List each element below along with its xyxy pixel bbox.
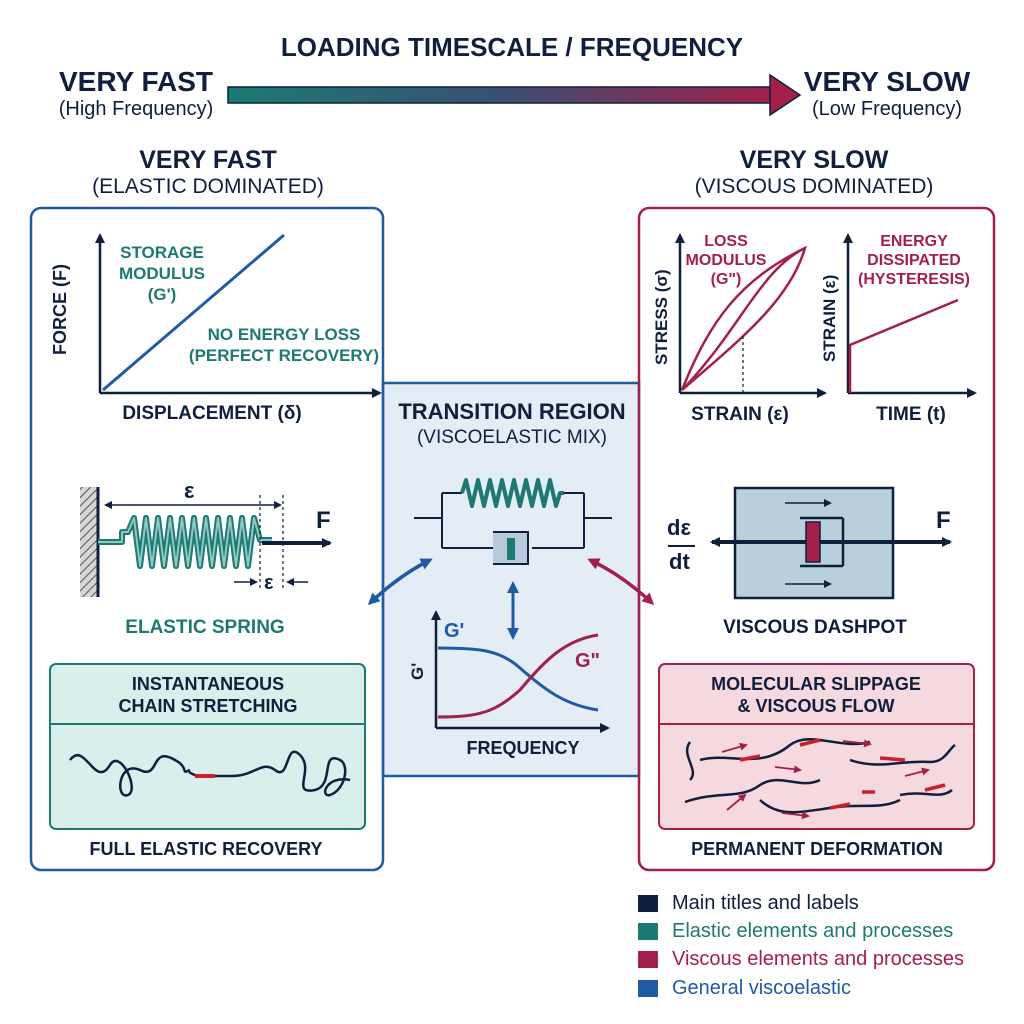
- flow-box-title: MOLECULAR SLIPPAGE & VISCOUS FLOW: [711, 674, 921, 716]
- strain-time-ylabel: STRAIN (ε): [820, 274, 839, 362]
- strain-rate-numerator: dε: [667, 515, 691, 540]
- header-right-sub: (Low Frequency): [811, 98, 963, 120]
- chain-stretching-box: [49, 663, 366, 830]
- legend-label: General viscoelastic: [672, 976, 851, 999]
- header-left-label: VERY FAST: [58, 66, 214, 97]
- loss-modulus-label: LOSS MODULUS (G"): [685, 233, 767, 288]
- legend-item-elastic: Elastic elements and processes: [638, 920, 953, 942]
- viscous-panel: [637, 206, 996, 872]
- timescale-arrow: [227, 73, 802, 117]
- legend-swatch-navy: [638, 894, 658, 912]
- header-right-label: VERY SLOW: [803, 66, 971, 97]
- modulus-frequency-graph: [431, 610, 610, 733]
- dashpot-force-label: F: [936, 507, 951, 534]
- flow-box-caption: PERMANENT DEFORMATION: [691, 839, 943, 859]
- gprime-series-label: G': [444, 620, 465, 642]
- energy-dissipated-label: ENERGY DISSIPATED (HYSTERESIS): [857, 233, 971, 288]
- right-double-arrow: [587, 558, 655, 606]
- legend-swatch-teal: [638, 922, 658, 940]
- right-panel-subtitle: (VISCOUS DOMINATED): [694, 175, 934, 198]
- chain-box-title: INSTANTANEOUS CHAIN STRETCHING: [118, 674, 298, 716]
- stress-axis-label: STRESS (σ): [652, 269, 671, 365]
- gprime-curve: [437, 646, 599, 712]
- storage-modulus-label: STORAGE MODULUS (G'): [119, 243, 205, 304]
- legend-label: Viscous elements and processes: [672, 947, 965, 970]
- transition-subtitle: (VISCOELASTIC MIX): [416, 427, 608, 448]
- legend-item-viscous: Viscous elements and processes: [638, 948, 964, 970]
- timescale-title: LOADING TIMESCALE / FREQUENCY: [280, 32, 744, 62]
- frequency-axis-label: FREQUENCY: [466, 738, 580, 758]
- legend-label: Elastic elements and processes: [672, 919, 954, 942]
- strain-time-graph: [843, 233, 977, 398]
- gdoubleprime-curve: [437, 633, 599, 719]
- left-double-arrow: [367, 558, 433, 606]
- left-panel-title: VERY FAST: [139, 146, 277, 174]
- legend-item-main: Main titles and labels: [638, 892, 859, 914]
- time-axis-label: TIME (t): [876, 404, 946, 425]
- spring-strain-label: ε: [184, 478, 195, 503]
- legend-swatch-wine: [638, 950, 658, 968]
- storage-modulus-line: [102, 233, 285, 392]
- force-axis-label: FORCE (F): [50, 264, 70, 355]
- spring-force-label: F: [316, 507, 331, 534]
- strain-axis-label: STRAIN (ε): [691, 404, 789, 425]
- right-panel-title: VERY SLOW: [739, 146, 889, 174]
- viscous-dashpot: [668, 486, 952, 600]
- mid-graph-ylabel: G': [408, 662, 427, 680]
- header-left-sub: (High Frequency): [58, 98, 214, 120]
- gdoubleprime-series-label: G": [575, 650, 601, 672]
- no-energy-loss-note: NO ENERGY LOSS (PERFECT RECOVERY): [188, 325, 380, 365]
- spring-delta-label: ε: [264, 572, 274, 594]
- stress-strain-graph: [675, 233, 827, 398]
- strain-rate-denominator: dt: [669, 549, 690, 574]
- transition-title: TRANSITION REGION: [398, 399, 626, 424]
- displacement-axis-label: DISPLACEMENT (δ): [122, 403, 302, 424]
- legend-item-general: General viscoelastic: [638, 977, 851, 999]
- left-panel-subtitle: (ELASTIC DOMINATED): [92, 175, 324, 198]
- elastic-spring: [80, 487, 332, 597]
- spring-dashpot-model: [414, 478, 612, 565]
- chain-box-caption: FULL ELASTIC RECOVERY: [89, 839, 323, 859]
- elastic-panel: [29, 206, 385, 872]
- viscous-dashpot-caption: VISCOUS DASHPOT: [723, 617, 907, 638]
- elastic-spring-caption: ELASTIC SPRING: [125, 617, 285, 638]
- legend-swatch-blue: [638, 979, 658, 997]
- legend-label: Main titles and labels: [672, 891, 859, 914]
- viscous-flow-box: [658, 663, 975, 830]
- force-displacement-graph: [95, 233, 382, 398]
